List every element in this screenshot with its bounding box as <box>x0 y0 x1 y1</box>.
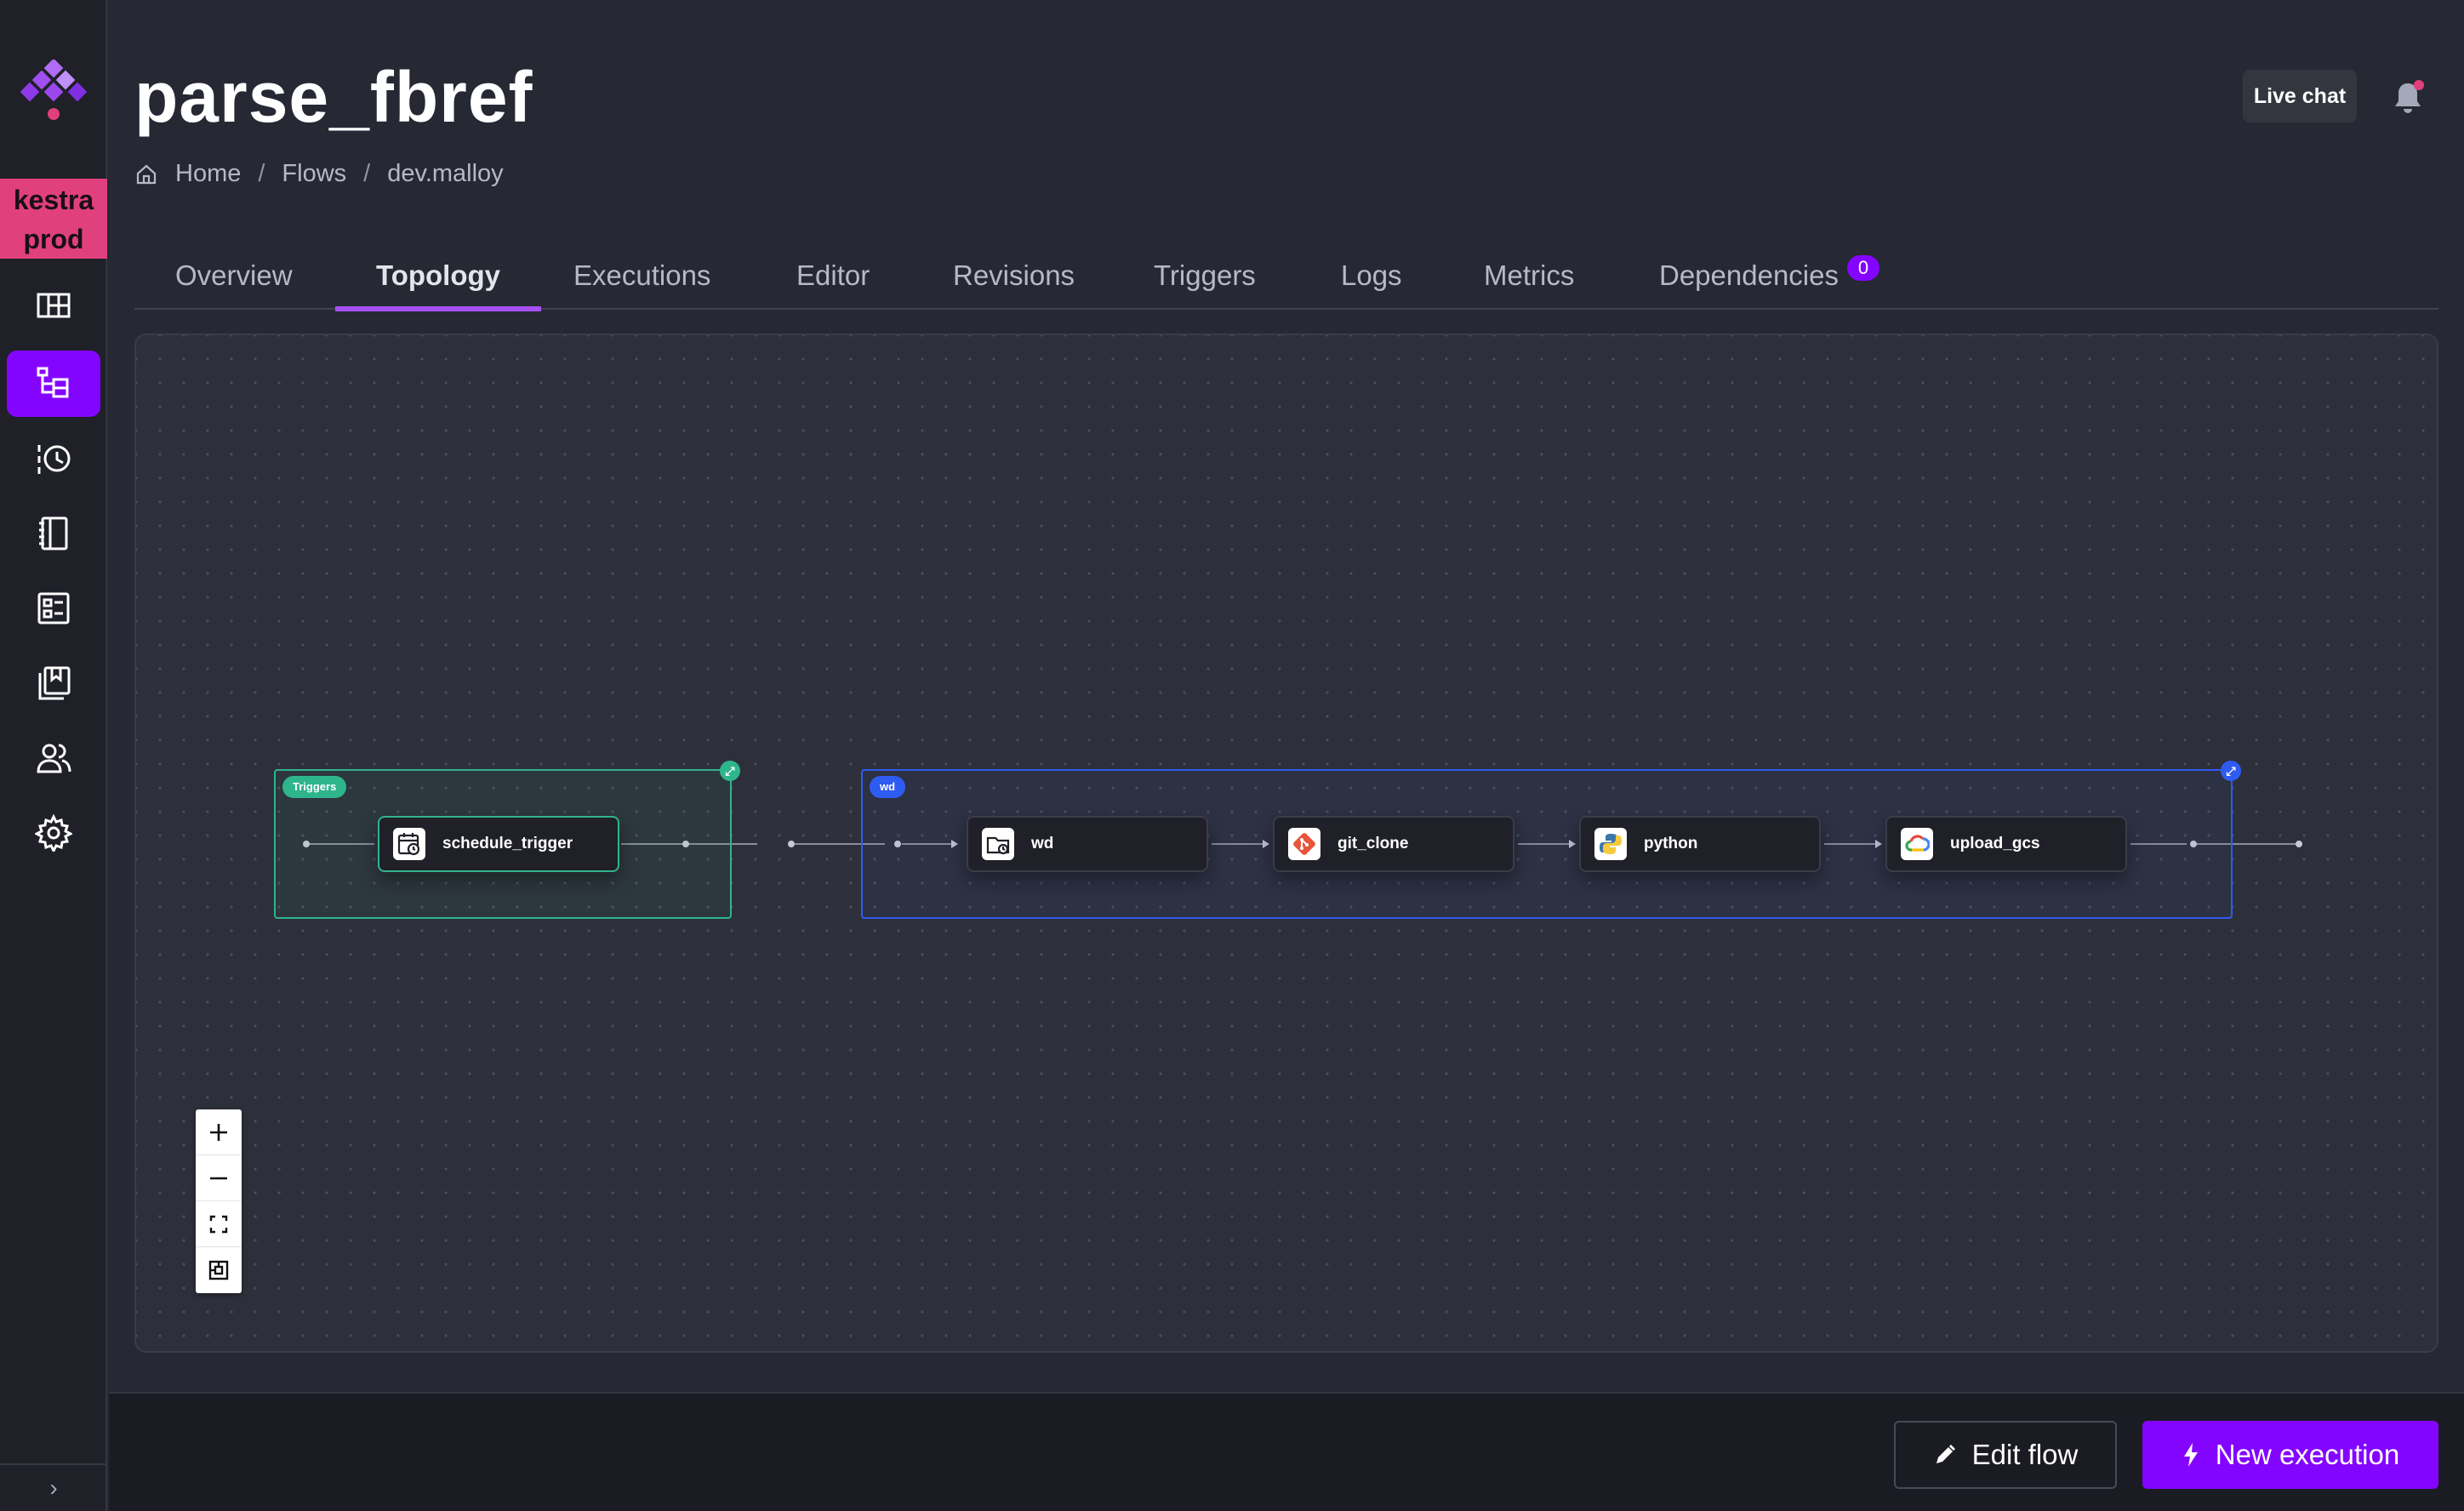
edit-flow-label: Edit flow <box>1971 1439 2079 1470</box>
tab-logs[interactable]: Logs <box>1341 259 1402 291</box>
sidebar-item-settings[interactable] <box>7 800 100 866</box>
sidebar-item-executions[interactable] <box>7 425 100 492</box>
sidebar-item-flows[interactable] <box>7 351 100 417</box>
working-directory-icon <box>982 828 1014 860</box>
dashboard-icon <box>37 293 71 318</box>
lightning-icon <box>2183 1443 2198 1467</box>
sidebar-item-dashboard[interactable] <box>7 272 100 339</box>
zoom-out-button[interactable] <box>196 1155 242 1201</box>
tab-topology[interactable]: Topology <box>335 252 542 311</box>
zoom-in-button[interactable] <box>196 1109 242 1155</box>
live-chat-button[interactable]: Live chat <box>2243 70 2357 123</box>
python-icon <box>1594 828 1627 860</box>
sidebar-item-templates[interactable] <box>7 575 100 641</box>
breadcrumb-flows[interactable]: Flows <box>282 160 347 187</box>
home-icon[interactable] <box>134 163 158 186</box>
toggle-minimap-icon <box>208 1260 229 1280</box>
settings-gear-icon <box>35 814 72 852</box>
blueprints-icon <box>38 666 71 700</box>
new-execution-label: New execution <box>2215 1439 2400 1470</box>
sidebar-item-users[interactable] <box>7 725 100 791</box>
wd-cluster-label: wd <box>870 776 906 798</box>
tab-metrics[interactable]: Metrics <box>1484 259 1575 291</box>
topology-canvas[interactable]: Triggers ⤢ wd ⤢ schedule_trigger wd git_… <box>134 334 2438 1353</box>
zoom-in-icon <box>210 1123 227 1141</box>
tab-dependencies[interactable]: Dependencies 0 <box>1618 252 1920 310</box>
notifications-bell-icon[interactable] <box>2389 78 2427 116</box>
node-git-clone[interactable]: git_clone <box>1273 816 1514 872</box>
sidebar: kestra prod › <box>0 0 107 1511</box>
templates-icon <box>37 592 70 624</box>
environment-badge: kestra prod <box>0 179 107 259</box>
environment-label: kestra prod <box>13 185 94 254</box>
dependencies-count-badge: 0 <box>1847 255 1879 281</box>
toggle-minimap-button[interactable] <box>196 1247 242 1293</box>
tab-triggers[interactable]: Triggers <box>1154 259 1256 291</box>
new-execution-button[interactable]: New execution <box>2142 1421 2438 1489</box>
tab-revisions[interactable]: Revisions <box>953 259 1075 291</box>
edit-flow-button[interactable]: Edit flow <box>1894 1421 2117 1489</box>
kestra-logo-icon[interactable] <box>19 60 88 124</box>
node-label: upload_gcs <box>1950 835 2040 852</box>
fit-view-button[interactable] <box>196 1201 242 1247</box>
node-label: python <box>1644 835 1698 852</box>
git-icon <box>1288 828 1320 860</box>
users-icon <box>37 744 71 773</box>
breadcrumb-separator: / <box>363 160 371 187</box>
breadcrumb-separator: / <box>258 160 265 187</box>
tab-executions[interactable]: Executions <box>573 259 711 291</box>
flow-tabs: Overview Topology Executions Editor Revi… <box>134 252 2438 311</box>
flows-icon <box>37 367 69 398</box>
breadcrumb-namespace[interactable]: dev.malloy <box>387 160 504 187</box>
pencil-icon <box>1936 1445 1955 1463</box>
tab-overview[interactable]: Overview <box>175 259 293 291</box>
node-wd[interactable]: wd <box>967 816 1208 872</box>
sidebar-item-logs[interactable] <box>7 500 100 567</box>
breadcrumb-home[interactable]: Home <box>175 160 242 187</box>
node-upload-gcs[interactable]: upload_gcs <box>1885 816 2127 872</box>
node-label: wd <box>1031 835 1054 852</box>
chevron-right-icon: › <box>49 1474 58 1501</box>
google-cloud-icon <box>1901 828 1933 860</box>
executions-history-icon <box>37 445 71 474</box>
sidebar-collapse-button[interactable]: › <box>0 1463 107 1511</box>
zoom-controls <box>196 1109 242 1293</box>
zoom-out-icon <box>210 1177 227 1179</box>
node-schedule-trigger[interactable]: schedule_trigger <box>378 816 619 872</box>
node-label: git_clone <box>1338 835 1409 852</box>
calendar-clock-icon <box>393 828 425 860</box>
page-title: parse_fbref <box>134 57 533 137</box>
triggers-cluster-label: Triggers <box>282 776 347 798</box>
fit-view-icon <box>209 1215 228 1233</box>
logs-icon <box>39 516 68 550</box>
node-label: schedule_trigger <box>442 835 573 852</box>
expand-icon[interactable]: ⤢ <box>2221 761 2241 781</box>
sidebar-item-blueprints[interactable] <box>7 650 100 716</box>
node-python[interactable]: python <box>1579 816 1821 872</box>
tab-dependencies-label: Dependencies <box>1659 259 1839 291</box>
breadcrumb: Home / Flows / dev.malloy <box>134 160 504 188</box>
expand-icon[interactable]: ⤢ <box>720 761 740 781</box>
tab-editor[interactable]: Editor <box>796 259 870 291</box>
